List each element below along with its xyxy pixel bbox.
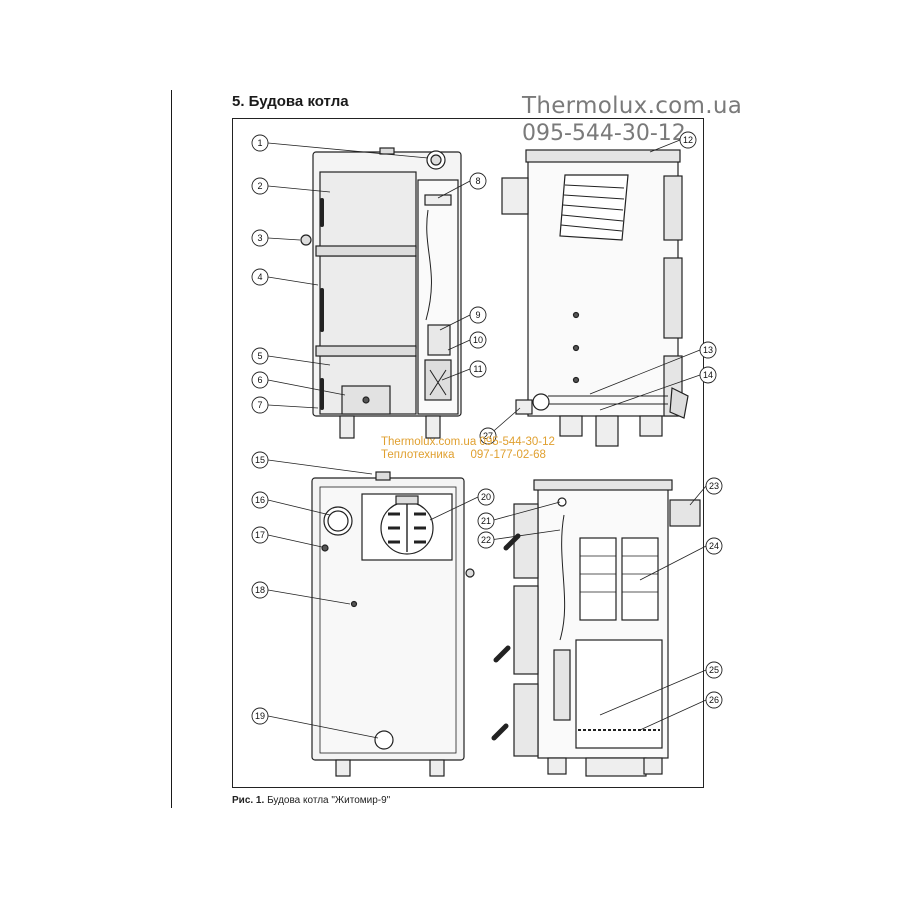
callout-6: 6: [251, 371, 269, 389]
svg-text:4: 4: [257, 272, 262, 282]
margin-line: [171, 90, 172, 808]
callout-22: 22: [477, 531, 495, 549]
section-title: 5. Будова котла: [232, 93, 349, 110]
callout-11: 11: [469, 360, 487, 378]
leader-lines: [267, 139, 707, 739]
callout-3: 3: [251, 229, 269, 247]
svg-text:7: 7: [257, 400, 262, 410]
callout-16: 16: [251, 491, 269, 509]
callout-12: 12: [679, 131, 697, 149]
brand-watermark: Thermolux.com.ua: [522, 93, 743, 119]
callout-1: 1: [251, 134, 269, 152]
svg-text:17: 17: [255, 530, 265, 540]
callout-2: 2: [251, 177, 269, 195]
svg-text:22: 22: [481, 535, 491, 545]
callout-9: 9: [469, 306, 487, 324]
svg-text:3: 3: [257, 233, 262, 243]
watermark-line-2: Теплотехника 097-177-02-68: [381, 449, 546, 461]
svg-text:10: 10: [473, 335, 483, 345]
callout-15: 15: [251, 451, 269, 469]
callout-4: 4: [251, 268, 269, 286]
svg-text:11: 11: [473, 364, 482, 374]
callout-14: 14: [699, 366, 717, 384]
svg-text:5: 5: [257, 351, 262, 361]
callout-21: 21: [477, 512, 495, 530]
svg-text:24: 24: [709, 541, 719, 551]
svg-text:19: 19: [255, 711, 265, 721]
phone-watermark: 095-544-30-12: [522, 121, 686, 146]
callout-20: 20: [477, 488, 495, 506]
callout-24: 24: [705, 537, 723, 555]
svg-text:23: 23: [709, 481, 719, 491]
svg-text:12: 12: [683, 135, 693, 145]
svg-text:16: 16: [255, 495, 265, 505]
callout-17: 17: [251, 526, 269, 544]
front-view: [300, 147, 462, 439]
callout-8: 8: [469, 172, 487, 190]
callout-10: 10: [469, 331, 487, 349]
figure-caption: Рис. 1. Будова котла "Житомир-9": [232, 795, 390, 806]
figure-frame: [232, 118, 704, 788]
svg-text:6: 6: [257, 375, 262, 385]
callout-25: 25: [705, 661, 723, 679]
svg-text:14: 14: [703, 370, 713, 380]
lateral-section-view: [491, 479, 701, 777]
watermark-line-1: Thermolux.com.ua 095-544-30-12: [381, 436, 555, 448]
callout-18: 18: [251, 581, 269, 599]
callout-7: 7: [251, 396, 269, 414]
callout-5: 5: [251, 347, 269, 365]
callout-13: 13: [699, 341, 717, 359]
side-section-view: [501, 149, 689, 447]
svg-text:15: 15: [255, 455, 265, 465]
caption-label: Рис. 1.: [232, 795, 265, 806]
callout-19: 19: [251, 707, 269, 725]
svg-text:8: 8: [475, 176, 480, 186]
svg-text:1: 1: [257, 138, 262, 148]
svg-text:9: 9: [475, 310, 480, 320]
svg-text:20: 20: [481, 492, 491, 502]
svg-text:26: 26: [709, 695, 719, 705]
caption-text: Будова котла "Житомир-9": [267, 795, 391, 806]
rear-view: [311, 471, 475, 777]
svg-text:21: 21: [481, 516, 491, 526]
svg-text:18: 18: [255, 585, 265, 595]
callout-26: 26: [705, 691, 723, 709]
callout-23: 23: [705, 477, 723, 495]
svg-text:27: 27: [483, 431, 493, 441]
svg-text:25: 25: [709, 665, 719, 675]
callout-27: 27: [479, 427, 497, 445]
svg-text:13: 13: [703, 345, 713, 355]
svg-text:2: 2: [257, 181, 262, 191]
